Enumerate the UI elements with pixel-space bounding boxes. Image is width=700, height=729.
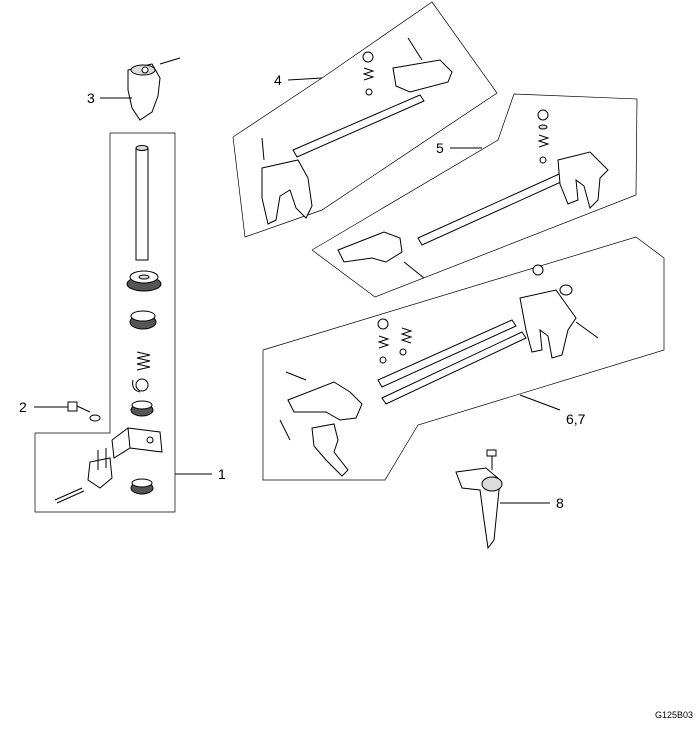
shift-rod-6: [377, 319, 517, 388]
item-4-shift-rod-fork: [232, 1, 498, 238]
leader-67: [519, 394, 561, 411]
bolt-shank: [76, 405, 91, 413]
shift-rod-5: [417, 169, 573, 246]
spring-6: [377, 335, 390, 349]
item-2-bolt: [67, 401, 101, 422]
fork-6-plug: [532, 264, 544, 276]
group-67-outline: [262, 236, 665, 481]
callout-3: 3: [87, 90, 95, 106]
ball-5: [539, 156, 547, 164]
shift-lever-7: [311, 423, 349, 477]
shift-rod-end: [135, 145, 149, 151]
bolt-head: [67, 401, 78, 412]
retaining-clip: [132, 379, 141, 393]
shift-rod: [135, 147, 149, 261]
callout-6-7: 6,7: [566, 411, 586, 427]
lower-bushing-top: [131, 400, 153, 410]
group-1-shift-rod-assembly: [34, 132, 176, 513]
shift-arm-6: [287, 381, 363, 421]
selector-arm-pin: [97, 448, 107, 470]
ball-6: [379, 356, 387, 364]
spring-7: [400, 327, 413, 344]
ball-4: [365, 88, 373, 96]
fork-6-ring: [559, 284, 573, 296]
group-5-outline: [311, 93, 638, 298]
plug-4: [362, 51, 374, 63]
spring-5: [537, 134, 550, 148]
selector-arm: [87, 457, 113, 489]
callout-1: 1: [218, 466, 226, 482]
lever-8-hub: [481, 476, 503, 492]
shift-bracket-edge: [111, 427, 131, 459]
callout-2: 2: [19, 399, 27, 415]
shift-rod-4: [292, 94, 425, 158]
group-1-outline: [34, 132, 176, 513]
shift-fork-6: [519, 289, 577, 359]
leader-4: [287, 77, 323, 81]
leader-lines: [34, 77, 561, 504]
shift-head-hole: [141, 66, 149, 74]
bracket-hole: [146, 436, 154, 444]
bolt-washer: [89, 414, 101, 422]
callout-4: 4: [274, 72, 282, 88]
bushing-hole: [138, 274, 150, 280]
item-8-lever: [455, 449, 503, 550]
arm-6-pin-lower: [279, 419, 291, 441]
oil-seal-top: [131, 478, 153, 488]
item-3-shift-head: [127, 57, 181, 121]
spring: [136, 351, 151, 371]
drawing-code: G125B03: [655, 710, 693, 720]
item-5-shift-rod-fork: [311, 93, 638, 298]
shift-arm-4: [392, 59, 453, 93]
fork-4-pin: [261, 137, 265, 161]
arm-5-pin: [403, 261, 425, 279]
items-6-7-shift-rods-forks: [262, 236, 665, 481]
shift-rod-7: [381, 331, 527, 405]
lever-8-bolt-head: [486, 449, 497, 457]
shift-fork-4: [261, 159, 313, 225]
arm-6-pin: [285, 371, 307, 381]
plug-5: [537, 109, 549, 121]
shift-head-pin: [159, 57, 181, 65]
roll-pin: [54, 487, 85, 504]
plug-6: [377, 318, 389, 330]
washer-5: [538, 124, 548, 130]
spring-4: [362, 67, 375, 81]
shift-arm-5: [337, 231, 403, 263]
callout-8: 8: [556, 495, 564, 511]
shift-fork-5: [557, 151, 609, 209]
detent-ball: [135, 378, 149, 392]
arm-4-pin: [407, 37, 423, 61]
ball-7: [399, 348, 407, 356]
shift-bracket: [127, 427, 163, 453]
cup-washer-top: [130, 310, 156, 322]
callout-5: 5: [436, 140, 444, 156]
fork-6-pin: [575, 321, 599, 339]
